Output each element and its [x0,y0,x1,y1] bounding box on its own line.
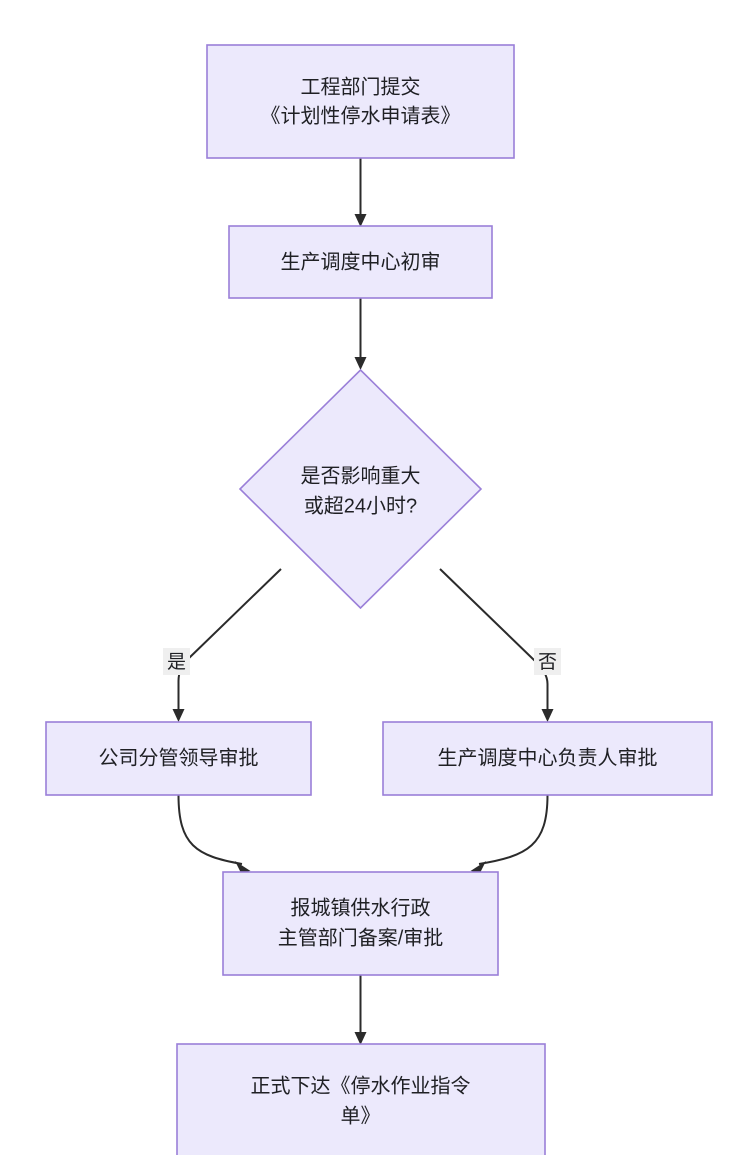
node-decision-label-line1: 是否影响重大 [301,464,421,487]
node-submit-label-line1: 工程部门提交 [301,75,421,98]
node-leader-approval[interactable]: 公司分管领导审批 [45,721,312,796]
node-layer: 工程部门提交 《计划性停水申请表》 生产调度中心初审 是否影响重大 或超24小时… [45,44,713,1155]
edge-line [177,794,243,865]
node-government-filing-label-line1: 报城镇供水行政 [291,896,431,919]
node-center-head-approval[interactable]: 生产调度中心负责人审批 [382,721,713,796]
arrowhead-icon [354,1032,367,1045]
arrowhead-icon [172,709,185,722]
edge-center-head-approval-to-government-filing [470,794,549,873]
node-first-review-label-line1: 生产调度中心初审 [281,250,441,273]
edge-line [478,794,549,865]
node-government-filing-shape[interactable] [222,871,499,976]
arrowhead-icon [354,357,367,370]
node-submit-shape[interactable] [206,44,515,159]
node-decision-label-line2: 或超24小时? [304,494,417,517]
arrowhead-icon [354,214,367,227]
node-government-filing-label-line2: 主管部门备案/审批 [278,926,444,949]
arrowhead-icon [235,861,251,873]
edge-line [177,568,282,713]
edge-line [439,568,549,713]
node-issue-order-label-line1: 正式下达《停水作业指令 [251,1074,471,1097]
node-center-head-approval-label-line1: 生产调度中心负责人审批 [438,746,658,769]
edge-label-no: 否 [538,652,557,673]
node-submit[interactable]: 工程部门提交 《计划性停水申请表》 [206,44,515,159]
node-issue-order-shape[interactable] [176,1043,546,1155]
node-decision-shape[interactable] [238,368,483,610]
edge-label-yes: 是 [167,652,186,673]
edge-decision-to-center-head-approval: 否 [439,568,561,722]
node-decision[interactable]: 是否影响重大 或超24小时? [238,368,483,610]
node-center-head-approval-shape[interactable] [382,721,713,796]
node-issue-order-label-line2: 单》 [341,1104,381,1127]
edge-leader-approval-to-government-filing [177,794,251,873]
arrowhead-icon [470,861,486,873]
edge-government-filing-to-issue-order [354,975,367,1045]
edge-decision-to-leader-approval: 是 [163,568,282,722]
arrowhead-icon [541,709,554,722]
edge-label-background [534,648,561,675]
node-issue-order[interactable]: 正式下达《停水作业指令 单》 [176,1043,546,1155]
node-government-filing[interactable]: 报城镇供水行政 主管部门备案/审批 [222,871,499,976]
node-first-review-shape[interactable] [228,225,493,299]
edge-layer: 是 否 [163,158,561,1045]
edge-submit-to-first-review [354,158,367,227]
node-submit-label-line2: 《计划性停水申请表》 [261,104,461,127]
node-leader-approval-label-line1: 公司分管领导审批 [99,746,259,769]
node-first-review[interactable]: 生产调度中心初审 [228,225,493,299]
edge-label-background [163,648,190,675]
node-leader-approval-shape[interactable] [45,721,312,796]
edge-first-review-to-decision [354,298,367,370]
